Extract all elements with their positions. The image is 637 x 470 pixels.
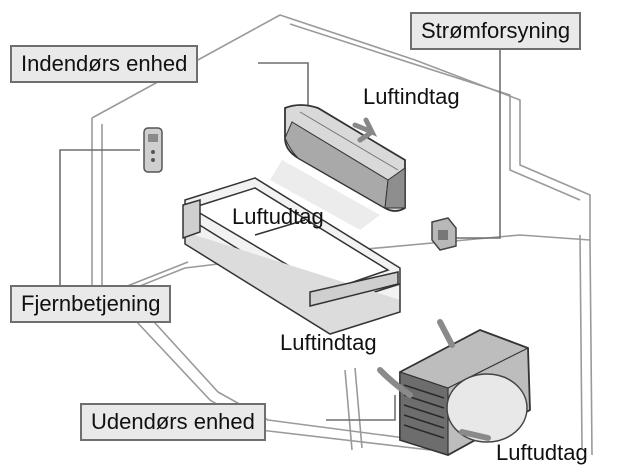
indoor-unit-icon <box>284 104 406 212</box>
power-supply-callout: Strømforsyning <box>410 12 582 50</box>
indoor-unit-callout: Indendørs enhed <box>10 45 199 83</box>
leader-lines <box>59 50 501 421</box>
power-socket-icon <box>431 217 457 251</box>
indoor-air-outlet-label: Luftudtag <box>232 204 324 229</box>
outdoor-unit-icon <box>377 319 531 456</box>
outdoor-air-intake-label: Luftindtag <box>280 330 377 355</box>
outdoor-unit-callout: Udendørs enhed <box>80 403 266 441</box>
outdoor-air-outlet-label: Luftudtag <box>496 440 588 465</box>
airflow-shade <box>270 160 380 230</box>
remote-control-callout: Fjernbetjening <box>10 285 172 323</box>
remote-control-icon <box>143 127 163 173</box>
indoor-air-intake-label: Luftindtag <box>363 84 460 109</box>
bed-icon <box>182 177 401 335</box>
